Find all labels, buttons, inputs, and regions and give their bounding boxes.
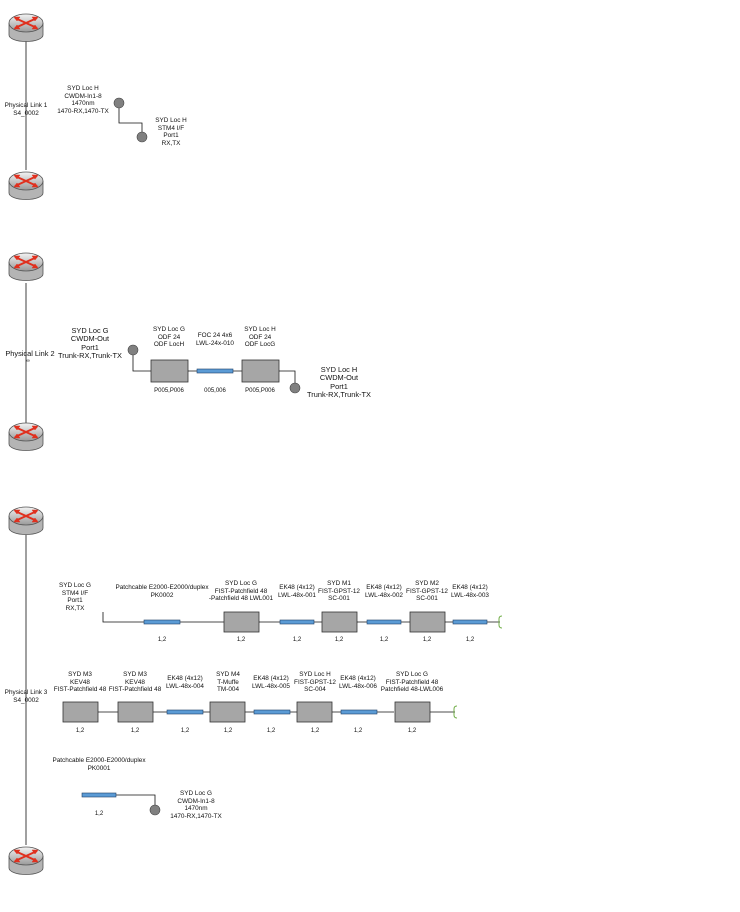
link2-cable-ports: 005,006	[204, 388, 226, 394]
row3-patch-ports: 1,2	[94, 811, 104, 817]
row2-item-label: EK48 (4x12) LWL-48x-005	[252, 675, 290, 690]
row2-item-label: SYD Loc G FIST-Patchfield 48 Patchfield …	[380, 671, 444, 694]
equipment-box-icon[interactable]	[150, 359, 189, 383]
row1-item-label: SYD M2 FIST-GPST-12 SC-001	[406, 580, 448, 603]
link2-odf1-label: SYD Loc G ODF 24 ODF LocH	[153, 326, 185, 349]
cable-segment-icon[interactable]	[340, 709, 378, 715]
port-terminal-icon[interactable]	[113, 97, 125, 109]
equipment-box-icon[interactable]	[62, 701, 99, 723]
equipment-box-icon[interactable]	[409, 611, 446, 633]
row1-item-ports: 1,2	[334, 637, 344, 643]
cable-segment-icon[interactable]	[196, 368, 234, 374]
row2-item-ports: 1,2	[75, 728, 85, 734]
port-terminal-icon[interactable]	[149, 804, 161, 816]
row1-item-ports: 1,2	[379, 637, 389, 643]
link2-odf2-ports: P005,P006	[245, 388, 275, 394]
row1-item-ports: 1,2	[465, 637, 475, 643]
link2-target-label: SYD Loc H CWDM-Out Port1 Trunk-RX,Trunk-…	[307, 365, 371, 400]
row2-item-ports: 1,2	[407, 728, 417, 734]
row1-item-label: SYD Loc G FIST-Patchfield 48 -Patchfield…	[208, 580, 274, 603]
cable-segment-icon[interactable]	[279, 619, 315, 625]
port-terminal-icon[interactable]	[289, 382, 301, 394]
equipment-box-icon[interactable]	[209, 701, 246, 723]
link2-source-label: SYD Loc G CWDM-Out Port1 Trunk-RX,Trunk-…	[58, 326, 122, 361]
router-icon[interactable]	[8, 506, 44, 536]
link2-name-label: Physical Link 2	[5, 349, 55, 358]
link1-target-label: SYD Loc H STM4 I/F Port1 RX,TX	[155, 117, 187, 147]
row1-item-label: SYD M1 FIST-GPST-12 SC-001	[318, 580, 360, 603]
cable-segment-icon[interactable]	[366, 619, 402, 625]
cable-segment-icon[interactable]	[166, 709, 204, 715]
row1-item-ports: 1,2	[422, 637, 432, 643]
router-icon[interactable]	[8, 846, 44, 876]
row3-target-label: SYD Loc G CWDM-In1-8 1470nm 1470-RX,1470…	[170, 790, 222, 820]
link1-name-label: Physical Link 1 S4_0002	[4, 102, 48, 117]
equipment-box-icon[interactable]	[296, 701, 333, 723]
equipment-box-icon[interactable]	[223, 611, 260, 633]
row1-item-label: EK48 (4x12) LWL-48x-002	[365, 584, 403, 599]
row2-item-label: SYD M4 T-Muffe TM-004	[216, 671, 240, 694]
row2-item-ports: 1,2	[266, 728, 276, 734]
row2-item-label: EK48 (4x12) LWL-48x-004	[166, 675, 204, 690]
link3-name-label: Physical Link 3 S4_0002	[4, 689, 48, 704]
row2-item-ports: 1,2	[310, 728, 320, 734]
link1-source-label: SYD Loc H CWDM-In1-8 1470nm 1470-RX,1470…	[57, 85, 109, 115]
row2-item-label: SYD M3 KEV48 FIST-Patchfield 48	[108, 671, 162, 694]
row2-item-label: SYD Loc H FIST-GPST-12 SC-004	[294, 671, 336, 694]
router-icon[interactable]	[8, 252, 44, 282]
cable-segment-icon[interactable]	[81, 792, 117, 798]
port-terminal-icon[interactable]	[127, 344, 139, 356]
row3-patch-label: Patchcable E2000-E2000/duplex PK0001	[52, 757, 146, 772]
row1-item-label: Patchcable E2000-E2000/duplex PK0002	[115, 584, 209, 599]
equipment-box-icon[interactable]	[241, 359, 280, 383]
row1-item-ports: 1,2	[236, 637, 246, 643]
link2-odf1-ports: P005,P006	[154, 388, 184, 394]
equipment-box-icon[interactable]	[117, 701, 154, 723]
equipment-box-icon[interactable]	[394, 701, 431, 723]
equipment-box-icon[interactable]	[321, 611, 358, 633]
row1-item-label: EK48 (4x12) LWL-48x-003	[451, 584, 489, 599]
row2-item-label: EK48 (4x12) LWL-48x-006	[339, 675, 377, 690]
cable-segment-icon[interactable]	[452, 619, 488, 625]
row1-item-label: EK48 (4x12) LWL-48x-001	[278, 584, 316, 599]
router-icon[interactable]	[8, 171, 44, 201]
row1-item-ports: 1,2	[292, 637, 302, 643]
link3-row1-source-label: SYD Loc G STM4 I/F Port1 RX,TX	[59, 582, 91, 612]
row2-item-ports: 1,2	[353, 728, 363, 734]
row2-item-ports: 1,2	[130, 728, 140, 734]
link2-cable-label: FOC 24 4x6 LWL-24x-010	[196, 332, 234, 347]
cable-segment-icon[interactable]	[253, 709, 291, 715]
router-icon[interactable]	[8, 422, 44, 452]
link2-connector-icon: ∞	[26, 358, 30, 364]
row2-item-ports: 1,2	[180, 728, 190, 734]
row2-item-ports: 1,2	[223, 728, 233, 734]
continuation-bracket-icon	[498, 615, 503, 629]
row1-item-ports: 1,2	[157, 637, 167, 643]
link2-odf2-label: SYD Loc H ODF 24 ODF LocG	[244, 326, 276, 349]
cable-segment-icon[interactable]	[143, 619, 181, 625]
row2-item-label: SYD M3 KEV48 FIST-Patchfield 48	[53, 671, 107, 694]
router-icon[interactable]	[8, 13, 44, 43]
port-terminal-icon[interactable]	[136, 131, 148, 143]
continuation-bracket-icon	[453, 705, 458, 719]
